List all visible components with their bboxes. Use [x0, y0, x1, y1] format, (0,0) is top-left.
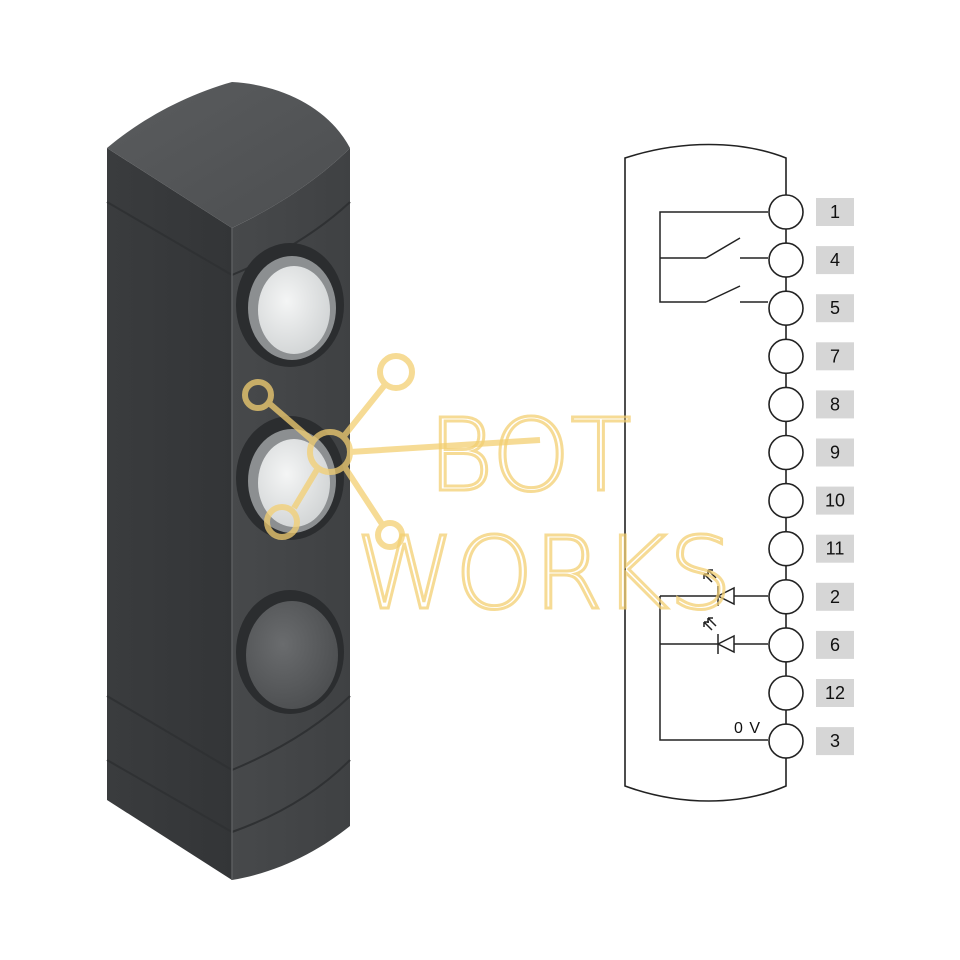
- pin-terminal-7: [768, 338, 804, 375]
- pin-label-1: 1: [830, 202, 840, 222]
- led-diode-2: [703, 617, 735, 654]
- pin-label-bg-10: [816, 486, 854, 515]
- pin-row-10: 10: [768, 482, 854, 519]
- ground-label: 0 V: [734, 720, 761, 737]
- pin-label-5: 5: [830, 298, 840, 318]
- pin-row-8: 8: [768, 386, 854, 423]
- watermark-text-works: WORKS: [356, 515, 732, 632]
- housing-top-cap: [107, 82, 350, 228]
- pin-label-6: 6: [830, 635, 840, 655]
- pin-label-9: 9: [830, 443, 840, 463]
- pin-row-4: 4: [768, 242, 854, 278]
- watermark-logo: BOT WORKS: [242, 353, 734, 634]
- pin-label-bg-2: [816, 582, 854, 611]
- pin-row-11: 11: [768, 530, 854, 567]
- pin-label-bg-6: [816, 630, 854, 659]
- pin-label-8: 8: [830, 394, 840, 414]
- housing-seam-bottom-1: [106, 695, 351, 772]
- pin-label-2: 2: [830, 587, 840, 607]
- pin-row-3: 3: [768, 723, 854, 759]
- pin-terminal-8: [768, 386, 804, 423]
- pin-label-bg-3: [816, 727, 854, 756]
- switch-contact-1: [705, 237, 741, 259]
- switch-contact-2: [705, 285, 741, 303]
- pin-rows: 1 4 5 7 8 9 10 11 2 6 12 3: [768, 194, 854, 759]
- white-button-top[interactable]: [236, 243, 344, 367]
- pin-terminal-6: [768, 627, 804, 663]
- pin-terminal-9: [768, 434, 804, 471]
- pin-terminal-10: [768, 482, 804, 519]
- switch-circuit: [659, 211, 768, 303]
- pin-row-7: 7: [768, 338, 854, 375]
- pin-label-bg-5: [816, 294, 854, 323]
- pin-label-7: 7: [830, 346, 840, 366]
- pin-label-bg-4: [816, 246, 854, 275]
- led-light-arrows-2: [703, 617, 717, 631]
- pin-terminal-2: [768, 578, 804, 615]
- pin-label-bg-7: [816, 342, 854, 371]
- pin-label-4: 4: [830, 250, 840, 270]
- schematic-body-outline: [624, 143, 787, 802]
- housing-seam-bottom-2: [106, 759, 351, 834]
- pin-label-11: 11: [826, 539, 845, 559]
- dark-button-bottom[interactable]: [236, 590, 344, 714]
- pin-row-9: 9: [768, 434, 854, 471]
- pin-label-10: 10: [825, 491, 845, 511]
- pin-terminal-3: [768, 723, 804, 759]
- led-light-arrows-1: [703, 569, 717, 583]
- pin-terminal-4: [768, 242, 804, 278]
- pin-label-bg-12: [816, 679, 854, 707]
- watermark-network-icon: [242, 353, 541, 550]
- pin-terminal-5: [768, 290, 804, 327]
- pin-row-12: 12: [768, 675, 854, 711]
- pin-terminal-12: [768, 675, 804, 711]
- pin-label-3: 3: [830, 731, 840, 751]
- pin-row-5: 5: [768, 290, 854, 327]
- pin-terminal-1: [768, 194, 804, 230]
- pin-label-bg-8: [816, 390, 854, 419]
- pin-label-bg-9: [816, 438, 854, 467]
- wiring-diagram: 1 4 5 7 8 9 10 11 2 6 12 3 0 V: [624, 143, 854, 802]
- pin-label-bg-1: [816, 198, 854, 226]
- pin-row-1: 1: [768, 194, 854, 230]
- pin-terminal-11: [768, 530, 804, 567]
- watermark-text-bot: BOT: [428, 397, 632, 514]
- led-diode-1: [703, 569, 735, 606]
- pin-row-2: 2: [768, 578, 854, 615]
- housing-side-face: [107, 148, 232, 880]
- pin-row-6: 6: [768, 627, 854, 663]
- pin-label-12: 12: [825, 683, 845, 703]
- pin-label-bg-11: [816, 534, 854, 563]
- led-circuit: [659, 595, 768, 741]
